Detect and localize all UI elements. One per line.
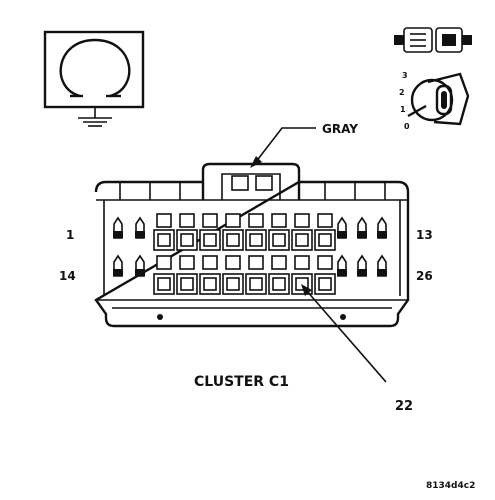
cavity-1	[113, 216, 123, 239]
cavity-19	[222, 255, 244, 295]
cavity-26	[377, 254, 387, 277]
cavity-15	[135, 254, 145, 277]
connector-plug-icon	[394, 27, 472, 53]
connector-title: CLUSTER C1	[194, 374, 289, 390]
callout-pin-number: 22	[395, 399, 413, 414]
cavity-7	[245, 213, 267, 251]
pin-callout-leader	[301, 284, 387, 383]
cavity-24	[337, 254, 347, 277]
ignition-pos-1: 1	[400, 105, 406, 114]
cavity-16	[153, 255, 175, 295]
cavity-5	[199, 213, 221, 251]
ground-symbol-icon	[43, 30, 145, 127]
cavity-11	[337, 216, 347, 239]
connector-body	[94, 162, 410, 328]
ignition-pos-0: 0	[404, 122, 410, 131]
ignition-key-icon: 3 2 1 0	[399, 71, 470, 131]
color-label: GRAY	[322, 122, 358, 136]
cavity-8	[268, 213, 290, 251]
pin-label-13: 13	[416, 228, 433, 242]
cavity-23	[314, 255, 336, 295]
cavity-row-2	[113, 254, 387, 295]
pin-label-14: 14	[59, 269, 76, 283]
cavity-2	[135, 216, 145, 239]
cavity-21	[268, 255, 290, 295]
cavity-13	[377, 216, 387, 239]
ignition-pos-2: 2	[399, 88, 405, 97]
cavity-20	[245, 255, 267, 295]
cavity-4	[176, 213, 198, 251]
cavity-14	[113, 254, 123, 277]
cavity-10	[314, 213, 336, 251]
cavity-6	[222, 213, 244, 251]
color-leader	[250, 127, 316, 168]
cavity-22	[291, 255, 313, 295]
figure-code: 8134d4c2	[426, 481, 475, 491]
ignition-pos-3: 3	[402, 71, 408, 80]
cavity-12	[357, 216, 367, 239]
cavity-3	[153, 213, 175, 251]
pin-label-1: 1	[66, 228, 74, 242]
cavity-row-1	[113, 213, 387, 251]
pin-label-26: 26	[416, 269, 433, 283]
cavity-25	[357, 254, 367, 277]
cavity-18	[199, 255, 221, 295]
cavity-17	[176, 255, 198, 295]
cavity-9	[291, 213, 313, 251]
